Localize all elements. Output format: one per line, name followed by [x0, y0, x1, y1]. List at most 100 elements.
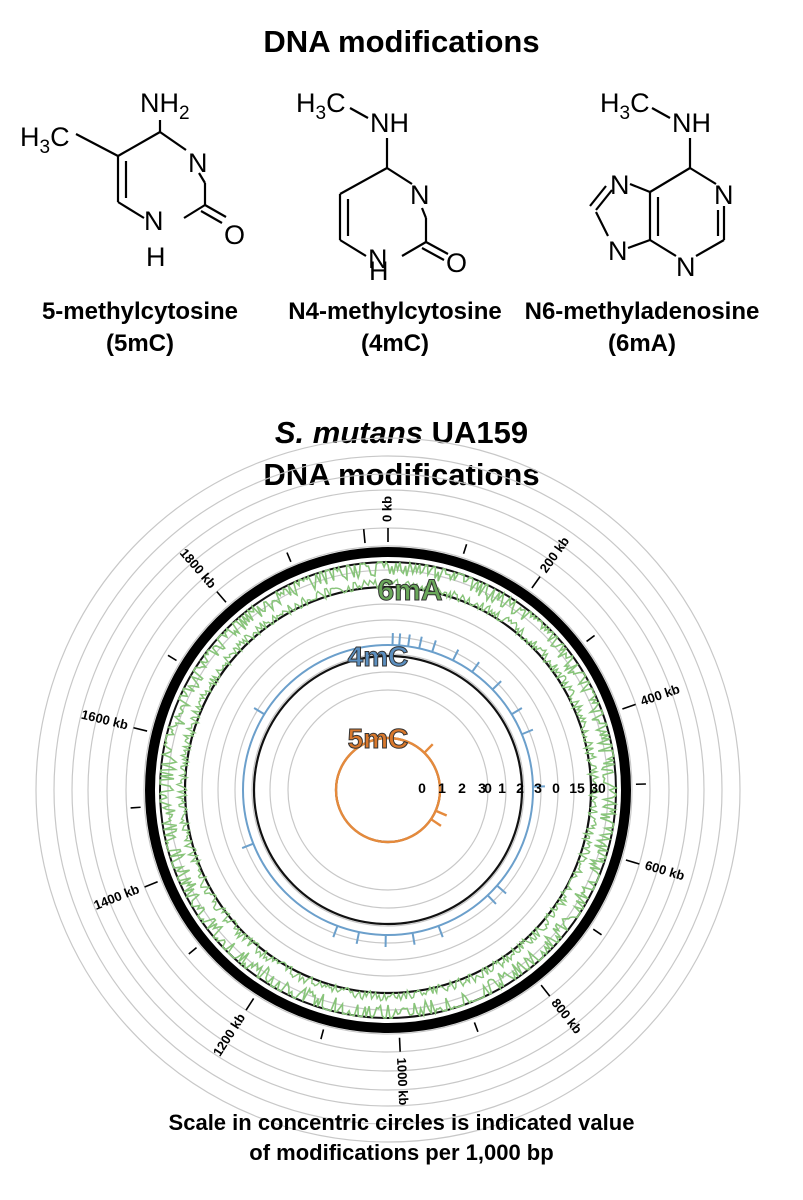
grid-circle — [251, 653, 525, 927]
atom-ring-h: H — [369, 256, 389, 286]
genome-minor-tick — [586, 634, 596, 643]
scale-tick-6ma: 0 — [552, 780, 560, 796]
scale-tick-5mc: 0 — [418, 780, 426, 796]
track-4mc-peak — [418, 636, 423, 649]
strain-name: UA159 — [431, 415, 529, 450]
genome-major-tick — [216, 591, 227, 603]
atom-amine: NH — [370, 108, 409, 138]
genome-minor-tick — [286, 552, 292, 563]
genome-major-tick — [540, 984, 551, 997]
atom-oxygen: O — [446, 248, 467, 278]
track-6ma-signal — [158, 560, 619, 1019]
track-4mc-peak — [491, 680, 502, 691]
track-boundary-circle — [252, 654, 524, 926]
scale-tick-5mc: 1 — [438, 780, 446, 796]
genome-minor-tick — [167, 654, 177, 662]
genome-tick-label: 1000 kb — [394, 1057, 411, 1105]
track-4mc-peak — [511, 707, 523, 716]
grid-circle — [106, 508, 670, 1072]
grid-circle — [143, 545, 633, 1035]
grid-circle — [201, 603, 575, 977]
genome-tick-label: 0 kb — [379, 496, 394, 522]
label-5-methylcytosine: 5-methylcytosine(5mC) — [41, 298, 239, 357]
organism-title: S. mutans UA159 DNA modifications — [0, 412, 803, 496]
genome-minor-tick — [130, 806, 141, 809]
track-4mc-peak — [521, 728, 534, 736]
atom-ring-n: N — [410, 180, 430, 210]
genome-major-tick — [625, 859, 640, 865]
atom-ring-n: N — [188, 148, 208, 178]
genome-major-tick — [133, 726, 148, 732]
track-6ma-signal — [174, 577, 602, 1002]
genome-minor-tick — [188, 946, 198, 955]
atom-n1: N — [714, 180, 734, 210]
grid-circle — [217, 619, 559, 961]
track-4mc-peak — [496, 884, 507, 895]
label-n6-methyladenosine: N6-methyladenosine(6mA) — [524, 298, 760, 357]
track-boundary-circle — [159, 561, 617, 1019]
atom-methyl: H3C — [296, 88, 346, 124]
genome-major-tick — [245, 998, 255, 1011]
grid-circle — [269, 671, 507, 909]
track-5mc-peak — [430, 818, 442, 827]
track-4mc-peak — [253, 707, 265, 716]
genome-tick-label: 1200 kb — [210, 1011, 248, 1059]
track-4mc-peak — [355, 931, 361, 945]
genome-major-tick — [144, 881, 158, 888]
genome-tick-label: 1800 kb — [177, 545, 220, 591]
track-4mc-peak — [398, 633, 402, 646]
genome-tick-label: 1600 kb — [80, 707, 130, 733]
track-label-5mc: 5mC — [348, 723, 409, 754]
track-label-4mc: 4mC — [348, 641, 409, 672]
scale-tick-4mc: 2 — [516, 780, 524, 796]
track-label-6ma: 6mA — [377, 574, 442, 607]
genome-major-tick — [531, 576, 541, 589]
track-4mc-baseline — [242, 644, 534, 936]
track-5mc-baseline — [334, 736, 442, 844]
track-4mc-peak — [332, 925, 339, 938]
atom-n9: N — [608, 236, 628, 266]
track-4mc-peak — [437, 925, 444, 938]
atom-ring-nh: N — [144, 206, 164, 236]
genome-minor-tick — [592, 928, 602, 936]
grid-circle — [87, 489, 689, 1091]
track-4mc-peak — [411, 932, 416, 945]
genome-major-tick — [398, 1037, 401, 1052]
atom-ring-h: H — [146, 242, 166, 272]
label-n4-methylcytosine: N4-methylcytosine(4mC) — [288, 298, 502, 357]
scale-tick-5mc: 3 — [478, 780, 486, 796]
structure-5-methylcytosine: NH2 N N H O H3C — [10, 80, 270, 285]
scale-tick-5mc: 2 — [458, 780, 466, 796]
scale-tick-4mc: 0 — [484, 780, 492, 796]
atom-methyl: H3C — [20, 122, 70, 158]
atom-ring-nh: N — [368, 244, 388, 274]
atom-oxygen: O — [224, 220, 245, 250]
genome-major-tick — [622, 703, 636, 710]
genome-major-tick — [362, 529, 366, 544]
track-4mc-peak — [407, 634, 411, 647]
atom-amine: NH — [672, 108, 711, 138]
scale-tick-6ma: 15 — [569, 780, 585, 796]
figure-title: DNA modifications — [263, 24, 540, 59]
grid-circle — [35, 437, 741, 1143]
grid-circle — [287, 689, 489, 891]
track-4mc-peak — [486, 894, 497, 905]
genome-minor-tick — [473, 1022, 479, 1033]
grid-circle — [234, 636, 542, 944]
track-5mc-peak — [435, 809, 448, 817]
genome-minor-tick — [320, 1029, 325, 1040]
atom-n3: N — [676, 252, 696, 282]
caption: Scale in concentric circles is indicated… — [168, 1110, 635, 1165]
atom-n7: N — [610, 170, 630, 200]
track-4mc-peak — [431, 640, 437, 653]
scale-tick-6ma: 30 — [590, 780, 606, 796]
track-5mc-peak — [423, 743, 434, 754]
grid-circle — [71, 473, 705, 1107]
track-4mc-peak — [471, 661, 480, 673]
species-name: S. mutans — [274, 415, 424, 450]
scale-tick-4mc: 1 — [498, 780, 506, 796]
atom-amine: NH2 — [140, 88, 190, 124]
structure-n4-methylcytosine: H3C NH N N H O — [290, 80, 510, 295]
structure-n6-methyladenosine: H3C NH N N N N — [572, 80, 802, 295]
